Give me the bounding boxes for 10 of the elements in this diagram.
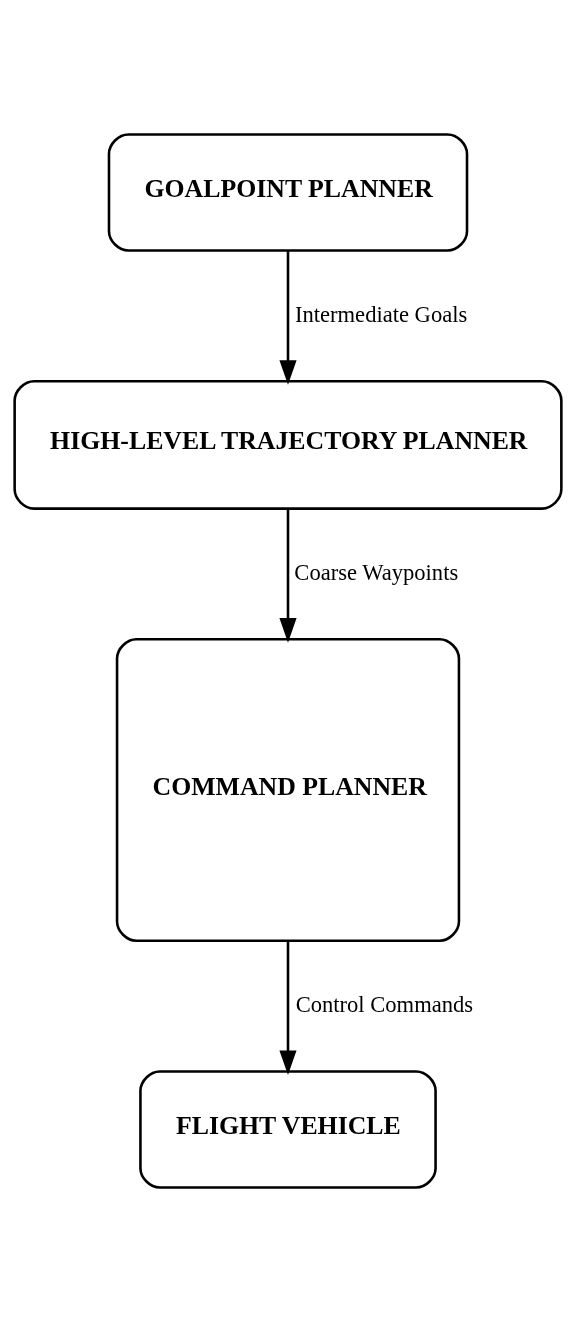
node-box: GOALPOINT PLANNER	[107, 133, 469, 252]
arrow	[279, 250, 297, 385]
arrow	[279, 941, 297, 1075]
edge-label: Coarse Waypoints	[294, 559, 459, 585]
node-box: FLIGHT VEHICLE	[139, 1070, 437, 1189]
node-box: HIGH-LEVEL TRAJECTORY PLANNER	[13, 379, 563, 510]
node-box: COMMAND PLANNER	[115, 637, 461, 943]
edge-label: Control Commands	[295, 992, 474, 1018]
edge-label: Intermediate Goals	[294, 301, 468, 327]
arrow	[279, 509, 297, 643]
